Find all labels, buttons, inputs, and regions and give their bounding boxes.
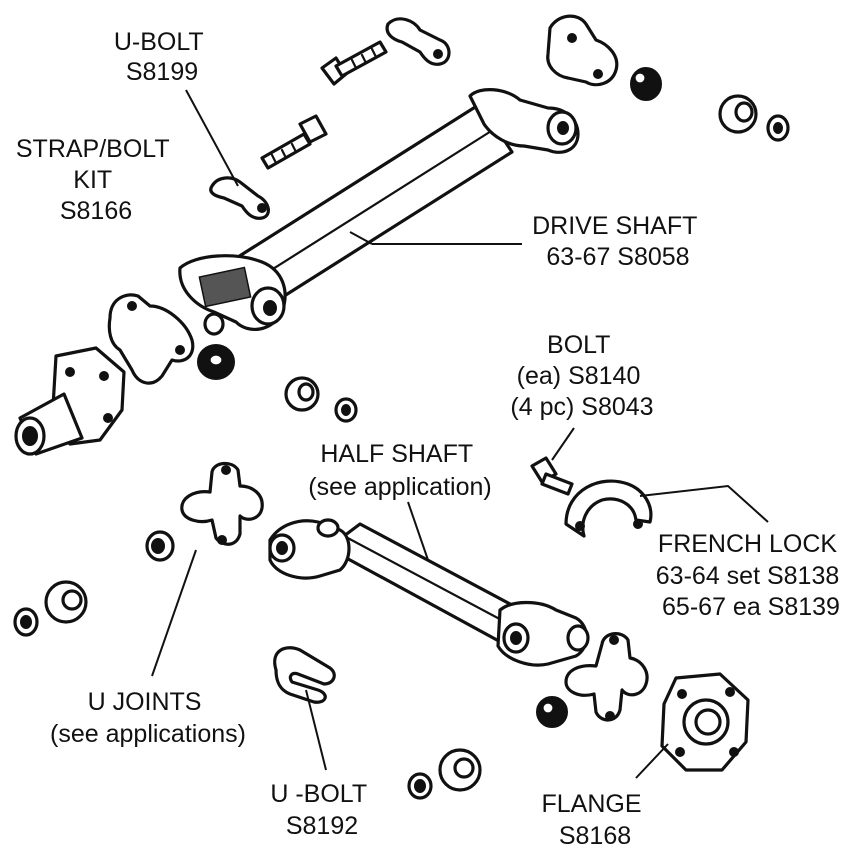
bearing-cap-top-part [630, 67, 662, 101]
label-ubolt-top: U-BOLT S8199 [114, 28, 210, 86]
label-u-joints: U JOINTS (see applications) [50, 688, 246, 748]
label-flange: FLANGE S8168 [542, 790, 649, 850]
half-shaft-part [268, 518, 590, 667]
label-u-joints-line2: (see applications) [50, 720, 246, 748]
snap-ring-bottom-left-part [13, 607, 39, 637]
label-french-lock-line1: FRENCH LOCK [658, 530, 838, 558]
bearing-cap-left-part [197, 344, 235, 380]
french-lock-part [564, 479, 653, 538]
bearing-cup-middle-part [284, 376, 320, 412]
label-french-lock-line3: 65-67 ea S8139 [662, 593, 840, 621]
label-ubolt-bottom-line1: U -BOLT [270, 780, 366, 808]
label-bolt: BOLT (ea) S8140 (4 pc) S8043 [510, 331, 653, 421]
label-ubolt-top-line2: S8199 [126, 58, 198, 86]
label-french-lock-line2: 63-64 set S8138 [656, 562, 839, 590]
drive-shaft-part [178, 88, 580, 331]
bearing-cup-bottom-left-part [44, 580, 88, 624]
u-joint-bottom-right-part [564, 632, 649, 722]
u-bolt-bottom-part [273, 646, 336, 704]
snap-ring-drive-part [203, 312, 225, 336]
bearing-cup-right-part [718, 94, 758, 134]
label-u-joints-line1: U JOINTS [88, 688, 202, 716]
snap-ring-right-part [766, 114, 790, 142]
strap-kit-part [209, 176, 270, 220]
label-ubolt-bottom-line2: S8192 [286, 812, 358, 840]
u-joint-top-part [546, 14, 619, 87]
label-ubolt-top-line1: U-BOLT [114, 28, 204, 56]
label-half-shaft-line2: (see application) [308, 473, 491, 501]
label-drive-shaft-line2: 63-67 S8058 [546, 243, 689, 271]
label-flange-line1: FLANGE [542, 790, 642, 818]
label-strap-bolt-kit: STRAP/BOLT KIT S8166 [16, 135, 176, 225]
bolt-small-part [530, 456, 574, 496]
label-strap-bolt-kit-line1: STRAP/BOLT [16, 135, 169, 163]
bearing-cap-bottom-right-part [536, 696, 568, 728]
flange-left-part [14, 346, 126, 456]
snap-ring-middle-part [334, 397, 358, 423]
label-flange-line2: S8168 [559, 822, 631, 850]
bolt-mid-part [260, 114, 328, 170]
snap-ring-bottom-part [407, 772, 433, 800]
bolt-top-part [320, 40, 388, 86]
label-bolt-line2: (ea) S8140 [517, 362, 641, 390]
u-joint-left-part [107, 293, 195, 385]
label-bolt-line3: (4 pc) S8043 [510, 393, 653, 421]
label-strap-bolt-kit-line3: S8166 [60, 197, 132, 225]
label-bolt-line1: BOLT [547, 331, 610, 359]
strap-top-part [385, 17, 451, 66]
label-half-shaft-line1: HALF SHAFT [320, 440, 473, 468]
label-french-lock: FRENCH LOCK 63-64 set S8138 65-67 ea S81… [656, 530, 846, 621]
bearing-cap-bottom-left-part [145, 530, 175, 562]
label-strap-bolt-kit-line2: KIT [73, 166, 112, 194]
label-drive-shaft: DRIVE SHAFT 63-67 S8058 [532, 212, 704, 271]
label-half-shaft: HALF SHAFT (see application) [308, 440, 491, 501]
u-joint-bottom-left-part [180, 461, 264, 546]
bearing-cup-bottom-part [438, 748, 482, 792]
label-ubolt-bottom: U -BOLT S8192 [270, 780, 373, 840]
leader-lines [151, 89, 769, 779]
label-drive-shaft-line1: DRIVE SHAFT [532, 212, 697, 240]
flange-right-part [660, 672, 750, 772]
